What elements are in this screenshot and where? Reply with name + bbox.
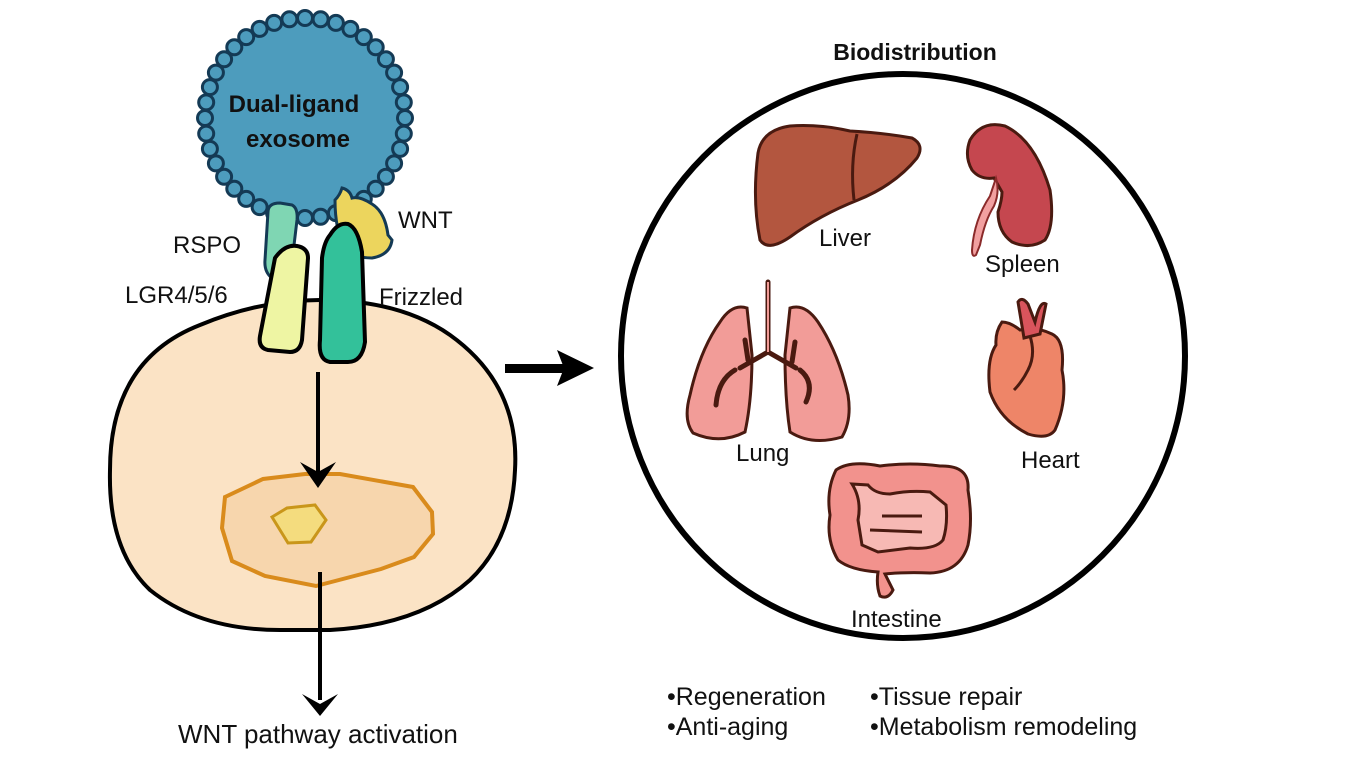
lipid-bead	[280, 10, 299, 29]
lipid-bead	[396, 109, 414, 127]
lipid-bead	[326, 13, 345, 32]
heart-icon	[987, 297, 1066, 438]
lipid-bead	[366, 179, 385, 198]
signal-arrowhead	[300, 462, 336, 488]
benefit-item: •Tissue repair	[870, 683, 1022, 711]
spleen-icon	[965, 123, 1054, 257]
organ-label-lung: Lung	[736, 440, 789, 467]
frizzled-label: Frizzled	[379, 284, 463, 311]
lipid-bead	[341, 19, 360, 38]
nucleolus	[269, 503, 328, 545]
lipid-bead	[197, 124, 216, 143]
exosome-label-line2: exosome	[246, 126, 350, 153]
lipid-bead	[394, 93, 413, 112]
lipid-bead	[391, 78, 410, 97]
lipid-bead	[250, 19, 269, 38]
wnt-label: WNT	[398, 207, 453, 234]
benefit-item: •Metabolism remodeling	[870, 713, 1137, 741]
lipid-bead	[311, 207, 330, 226]
biodistribution-title: Biodistribution	[833, 39, 997, 65]
activation-arrowhead	[302, 694, 338, 716]
benefit-item: •Regeneration	[667, 683, 826, 711]
lipid-bead	[196, 109, 214, 127]
exosome	[196, 9, 414, 227]
lipid-bead	[237, 28, 256, 47]
lipid-bead	[366, 38, 385, 57]
organ-label-spleen: Spleen	[985, 251, 1060, 278]
lipid-bead	[206, 63, 225, 82]
lipid-bead	[354, 28, 373, 47]
organ-label-heart: Heart	[1021, 447, 1080, 474]
intestine-icon	[827, 462, 972, 599]
lung-icon	[685, 279, 851, 443]
lipid-bead	[237, 189, 256, 208]
organ-label-intestine: Intestine	[851, 606, 942, 633]
lipid-bead	[215, 50, 234, 69]
lipid-bead	[296, 209, 314, 227]
lipid-bead	[385, 63, 404, 82]
lipid-bead	[225, 179, 244, 198]
lipid-bead	[250, 198, 269, 217]
lipid-bead	[376, 50, 395, 69]
lipid-bead	[376, 167, 395, 186]
rspo-label: RSPO	[173, 232, 241, 259]
organ-label-liver: Liver	[819, 225, 871, 252]
lipid-bead	[391, 139, 410, 158]
exosome-label-line1: Dual-ligand	[229, 91, 360, 118]
lipid-bead	[215, 167, 234, 186]
flow-arrow	[505, 350, 594, 386]
lipid-bead	[225, 38, 244, 57]
benefit-item: •Anti-aging	[667, 713, 788, 741]
lipid-bead	[197, 93, 216, 112]
lipid-bead	[200, 78, 219, 97]
lgr-receptor	[257, 243, 311, 355]
lgr-label: LGR4/5/6	[125, 282, 228, 309]
lipid-bead	[265, 13, 284, 32]
outcome-label: WNT pathway activation	[178, 719, 458, 749]
lipid-bead	[385, 154, 404, 173]
target-cell	[107, 297, 518, 716]
frizzled-receptor	[317, 221, 368, 364]
liver-icon	[753, 124, 922, 247]
lipid-bead	[296, 9, 314, 27]
lipid-bead	[311, 10, 330, 29]
lipid-bead	[206, 154, 225, 173]
lipid-bead	[200, 139, 219, 158]
lipid-bead	[394, 124, 413, 143]
